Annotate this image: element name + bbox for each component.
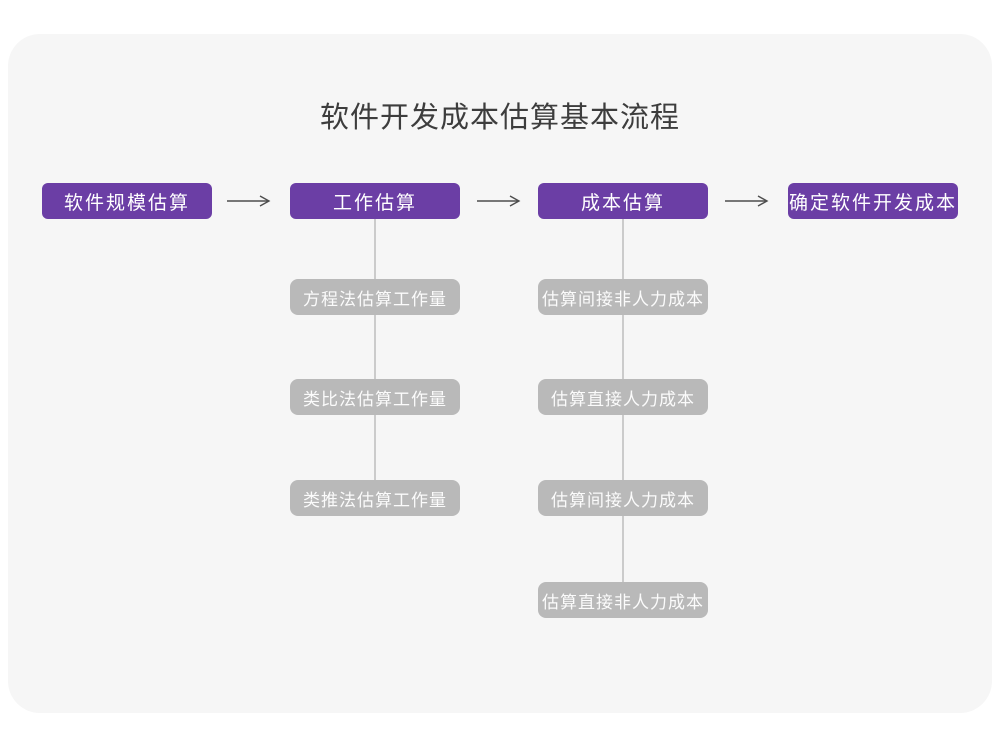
substep-label: 估算间接人力成本 bbox=[551, 490, 695, 510]
arrow-right-icon bbox=[477, 195, 521, 207]
flow-step-label: 成本估算 bbox=[580, 192, 665, 214]
flow-step-software-scale-estimation: 软件规模估算 bbox=[42, 183, 212, 219]
arrow-right-icon bbox=[227, 195, 271, 207]
substep-indirect-labor-cost: 估算间接人力成本 bbox=[538, 480, 708, 516]
substep-direct-labor-cost: 估算直接人力成本 bbox=[538, 379, 708, 415]
flow-step-cost-estimation: 成本估算 bbox=[538, 183, 708, 219]
substep-label: 估算直接人力成本 bbox=[551, 389, 695, 409]
page-title: 软件开发成本估算基本流程 bbox=[319, 102, 680, 134]
flow-step-determine-development-cost: 确定软件开发成本 bbox=[788, 183, 958, 219]
substep-label: 方程法估算工作量 bbox=[303, 289, 447, 309]
flow-step-label: 确定软件开发成本 bbox=[788, 192, 957, 214]
flow-step-work-estimation: 工作估算 bbox=[290, 183, 460, 219]
substep-indirect-non-labor-cost: 估算间接非人力成本 bbox=[538, 279, 708, 315]
substep-label: 估算直接非人力成本 bbox=[542, 592, 704, 612]
connector-line-work-column bbox=[374, 219, 376, 498]
substep-extrapolation-method-workload: 类推法估算工作量 bbox=[290, 480, 460, 516]
substep-label: 类推法估算工作量 bbox=[303, 490, 447, 510]
substep-analogy-method-workload: 类比法估算工作量 bbox=[290, 379, 460, 415]
flowchart-card-background bbox=[8, 34, 992, 713]
flow-step-label: 工作估算 bbox=[332, 192, 417, 214]
substep-label: 估算间接非人力成本 bbox=[542, 289, 704, 309]
substep-direct-non-labor-cost: 估算直接非人力成本 bbox=[538, 582, 708, 618]
substep-label: 类比法估算工作量 bbox=[303, 389, 447, 409]
flow-step-label: 软件规模估算 bbox=[63, 192, 190, 214]
substep-equation-method-workload: 方程法估算工作量 bbox=[290, 279, 460, 315]
arrow-right-icon bbox=[725, 195, 769, 207]
